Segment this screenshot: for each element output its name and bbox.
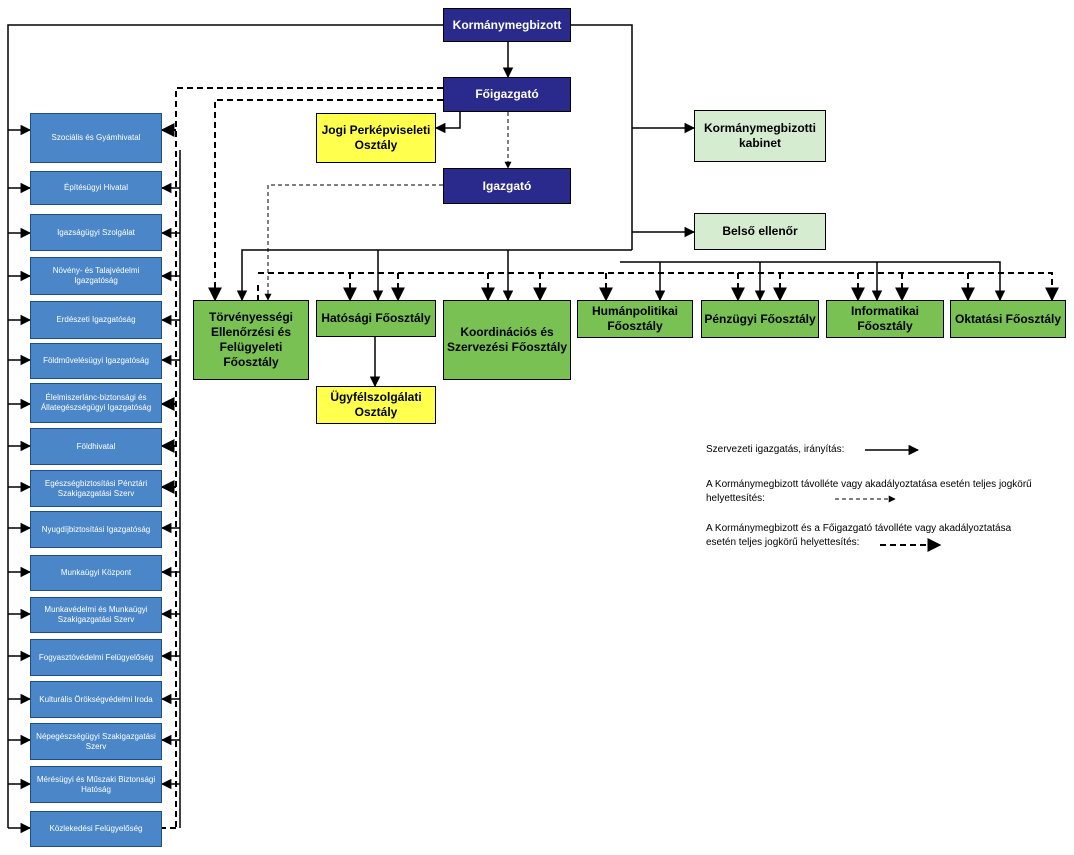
office-box: Közlekedési Felügyelőség xyxy=(30,811,162,847)
kormanymegbizott-box: Kormánymegbizott xyxy=(443,8,571,42)
foosztaly-label: Pénzügyi Főosztály xyxy=(704,311,816,326)
office-label: Földhivatal xyxy=(76,441,116,451)
igazgato-box: Igazgató xyxy=(443,168,571,204)
ugyfelszolgalati-label: Ügyfélszolgálati Osztály xyxy=(330,390,422,419)
foosztaly-box: Oktatási Főosztály xyxy=(950,300,1066,338)
foosztaly-box: Pénzügyi Főosztály xyxy=(701,300,819,338)
kabinet-box: Kormánymegbizotti kabinet xyxy=(694,110,826,162)
foigazgato-box: Főigazgató xyxy=(443,77,571,112)
foigazgato-label: Főigazgató xyxy=(475,87,539,101)
foosztaly-label: Informatikai Főosztály xyxy=(850,304,919,333)
office-box: Földhivatal xyxy=(30,428,162,465)
office-label: Mérésügyi és Műszaki Biztonsági Hatóság xyxy=(36,774,156,794)
office-label: Erdészeti Igazgatóság xyxy=(56,315,136,324)
office-label: Növény- és Talajvédelmi Igazgatóság xyxy=(52,266,140,285)
office-label: Egészségbiztosítási Pénztári Szakigazgat… xyxy=(44,478,148,498)
foosztaly-box: Humánpolitikai Főosztály xyxy=(577,300,693,338)
foosztaly-label: Koordinációs és Szervezési Főosztály xyxy=(446,325,568,354)
office-box: Népegészségügyi Szakigazgatási Szerv xyxy=(30,723,162,760)
office-label: Munkaügyi Központ xyxy=(60,568,132,577)
office-label: Fogyasztóvédelmi Felügyelőség xyxy=(38,652,154,662)
office-box: Építésügyi Hivatal xyxy=(30,171,162,205)
office-box: Fogyasztóvédelmi Felügyelőség xyxy=(30,639,162,676)
office-box: Erdészeti Igazgatóság xyxy=(30,301,162,339)
ugyfelszolgalati-box: Ügyfélszolgálati Osztály xyxy=(316,386,436,424)
office-label: Földművelésügyi Igazgatóság xyxy=(43,356,149,365)
office-box: Mérésügyi és Műszaki Biztonsági Hatóság xyxy=(30,766,162,803)
office-label: Közlekedési Felügyelőség xyxy=(49,824,143,833)
jogi-label: Jogi Perképviseleti Osztály xyxy=(321,123,431,152)
foosztaly-box: Törvényességi Ellenőrzési és Felügyeleti… xyxy=(193,300,309,380)
office-box: Földművelésügyi Igazgatóság xyxy=(30,343,162,379)
foosztaly-label: Hatósági Főosztály xyxy=(321,311,431,325)
belso-ellenor-box: Belső ellenőr xyxy=(694,213,826,250)
office-box: Igazságügyi Szolgálat xyxy=(30,214,162,251)
foosztaly-box: Koordinációs és Szervezési Főosztály xyxy=(443,300,571,380)
office-label: Munkavédelmi és Munkaügyi Szakigazgatási… xyxy=(44,605,148,624)
office-box: Élelmiszerlánc-biztonsági és Állategészs… xyxy=(30,383,162,423)
legend-bold-line2: esetén teljes jogkörű helyettesítés: xyxy=(706,537,860,548)
office-label: Élelmiszerlánc-biztonsági és Állategészs… xyxy=(40,393,152,412)
foosztaly-box: Hatósági Főosztály xyxy=(316,300,436,337)
office-label: Nyugdíjbiztosítási Igazgatóság xyxy=(41,524,151,534)
office-box: Szociális és Gyámhivatal xyxy=(30,113,162,163)
office-label: Szociális és Gyámhivatal xyxy=(51,133,141,142)
belso-ellenor-label: Belső ellenőr xyxy=(722,224,798,238)
office-box: Egészségbiztosítási Pénztári Szakigazgat… xyxy=(30,470,162,507)
foosztaly-box: Informatikai Főosztály xyxy=(826,300,944,338)
office-box: Növény- és Talajvédelmi Igazgatóság xyxy=(30,257,162,295)
office-box: Nyugdíjbiztosítási Igazgatóság xyxy=(30,511,162,548)
foosztaly-label: Oktatási Főosztály xyxy=(954,311,1062,326)
igazgato-label: Igazgató xyxy=(482,178,532,193)
legend-solid: Szervezeti igazgatás, irányítás: xyxy=(706,444,845,455)
legend-dashed-line2: helyettesítés: xyxy=(706,493,765,504)
foosztaly-label: Humánpolitikai Főosztály xyxy=(591,304,678,333)
legend-bold-line1: A Kormánymegbizott és a Főigazgató távol… xyxy=(706,523,1012,534)
kabinet-label: Kormánymegbizotti kabinet xyxy=(703,121,816,150)
legend-dashed-line1: A Kormánymegbizott távolléte vagy akadál… xyxy=(706,479,1032,490)
office-label: Építésügyi Hivatal xyxy=(63,183,129,192)
office-box: Kulturális Örökségvédelmi Iroda xyxy=(30,681,162,718)
jogi-box: Jogi Perképviseleti Osztály xyxy=(316,113,436,163)
office-box: Munkaügyi Központ xyxy=(30,555,162,591)
office-label: Kulturális Örökségvédelmi Iroda xyxy=(39,694,153,704)
foosztaly-label: Törvényességi Ellenőrzési és Felügyeleti… xyxy=(208,310,294,369)
office-box: Munkavédelmi és Munkaügyi Szakigazgatási… xyxy=(30,597,162,633)
office-label: Népegészségügyi Szakigazgatási Szerv xyxy=(36,731,156,751)
kormanymegbizott-label: Kormánymegbizott xyxy=(452,17,562,32)
office-label: Igazságügyi Szolgálat xyxy=(57,227,135,237)
